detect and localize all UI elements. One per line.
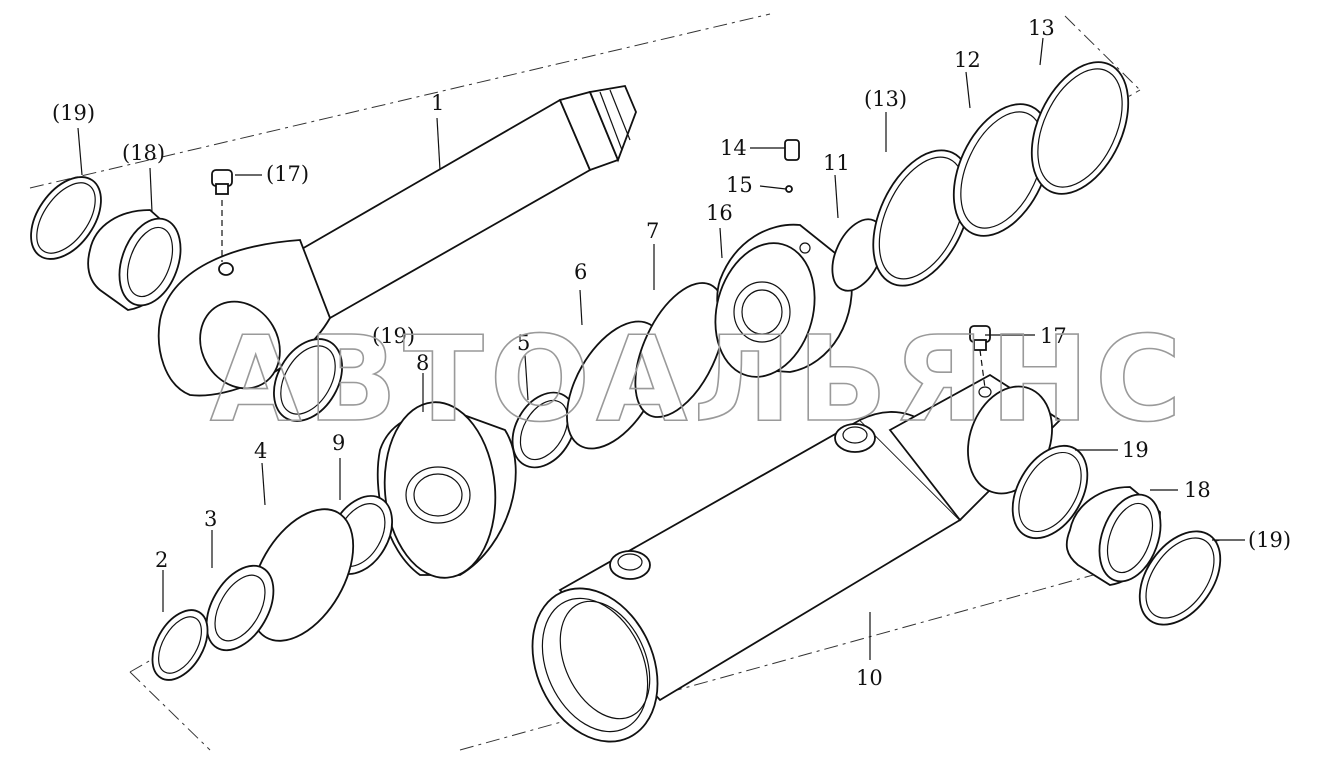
label-4: 4: [254, 439, 267, 463]
label-1: 1: [431, 91, 444, 115]
label-19-top-left: (19): [52, 101, 95, 125]
label-7: 7: [646, 219, 659, 243]
label-16: 16: [706, 201, 733, 225]
ball-15: [785, 185, 793, 193]
label-13-paren: (13): [864, 87, 907, 111]
label-18: 18: [1184, 478, 1211, 502]
bushing-18-right: [1065, 486, 1162, 586]
label-19-middle: (19): [372, 324, 415, 348]
label-13: 13: [1028, 16, 1055, 40]
watermark-text: АВТОАЛЬЯНС: [210, 310, 1188, 448]
label-19-far-right: (19): [1248, 528, 1291, 552]
label-5: 5: [517, 331, 530, 355]
snap-ring-2: [151, 609, 209, 681]
label-6: 6: [574, 260, 587, 284]
bushing-18-top-left: [87, 209, 182, 311]
bleed-screw-14: [784, 139, 800, 161]
wear-ring-13: [1030, 61, 1130, 195]
label-18-paren: (18): [122, 141, 165, 165]
label-17: 17: [1040, 324, 1067, 348]
label-19-right: 19: [1122, 438, 1149, 462]
label-14: 14: [720, 136, 747, 160]
label-3: 3: [204, 507, 217, 531]
gland-8: [376, 401, 517, 579]
part-labels: 1 2 3 4 5 6 7 8 9 10 11 12 13 (13) 14 15…: [52, 16, 1291, 690]
retaining-ring-19-top-left: [30, 176, 102, 260]
cylinder-barrel-10: [531, 373, 1062, 743]
wear-ring-13-paren: [872, 149, 972, 287]
retaining-ring-19-middle: [273, 338, 343, 422]
grease-fitting-17-right: [969, 325, 991, 389]
grease-fitting-17-top: [211, 169, 233, 195]
wiper-ring-3: [205, 564, 275, 652]
label-2: 2: [155, 548, 168, 572]
o-ring-7: [634, 282, 726, 418]
label-9: 9: [332, 431, 345, 455]
retaining-ring-19-far-right: [1138, 530, 1222, 626]
bushing-5: [511, 391, 577, 469]
label-11: 11: [823, 151, 850, 175]
piston-16: [714, 223, 853, 378]
o-ring-4: [249, 508, 355, 642]
label-17-paren: (17): [266, 162, 309, 186]
label-12: 12: [954, 48, 981, 72]
label-8: 8: [416, 351, 429, 375]
seal-ring-12: [952, 103, 1052, 237]
label-15: 15: [726, 173, 753, 197]
leader-lines: [77, 37, 1245, 660]
retaining-ring-19-right: [1011, 444, 1089, 540]
label-10: 10: [856, 666, 883, 690]
